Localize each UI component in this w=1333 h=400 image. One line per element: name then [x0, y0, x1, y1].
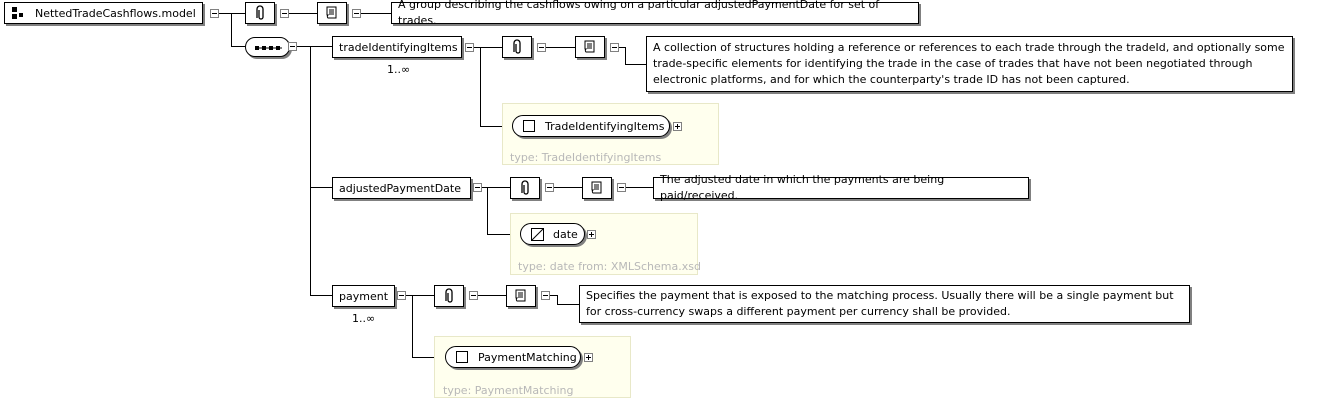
collapse-toggle[interactable]	[537, 43, 546, 52]
connector	[625, 64, 646, 65]
connector	[470, 47, 502, 48]
collapse-toggle[interactable]	[541, 291, 550, 300]
annotation-box[interactable]	[502, 36, 532, 58]
element-name: adjustedPaymentDate	[339, 181, 461, 195]
group-documentation: A group describing the cashflows owing o…	[391, 0, 919, 27]
collapse-toggle[interactable]	[469, 291, 478, 300]
collapse-toggle[interactable]	[610, 43, 619, 52]
connector	[476, 295, 506, 296]
root-label: NettedTradeCashflows.model	[35, 6, 196, 20]
connector	[480, 47, 481, 126]
connector	[543, 47, 575, 48]
connector	[625, 47, 626, 64]
connector	[412, 357, 445, 358]
expand-toggle[interactable]	[584, 353, 593, 362]
connector	[549, 295, 557, 296]
simple-type[interactable]: date	[520, 223, 585, 245]
element-adjustedPaymentDate[interactable]: adjustedPaymentDate	[332, 177, 471, 199]
element-documentation: Specifies the payment that is exposed to…	[579, 285, 1190, 323]
documentation-box[interactable]	[575, 36, 605, 58]
connector	[310, 46, 332, 47]
connector	[406, 295, 434, 296]
connector	[231, 46, 245, 47]
connector	[617, 47, 625, 48]
element-documentation: The adjusted date in which the payments …	[653, 173, 1029, 202]
collapse-toggle[interactable]	[545, 183, 554, 192]
annotation-box[interactable]	[510, 177, 540, 199]
paperclip-icon	[521, 180, 529, 195]
element-documentation: A collection of structures holding a ref…	[646, 36, 1293, 92]
doc-text: The adjusted date in which the payments …	[660, 173, 945, 202]
connector	[310, 187, 332, 188]
type-caption: type: date from: XMLSchema.xsd	[518, 260, 701, 273]
expand-toggle[interactable]	[587, 230, 596, 239]
expand-toggle[interactable]	[673, 122, 682, 131]
doc-text: Specifies the payment that is exposed to…	[586, 289, 1174, 318]
connector	[289, 13, 317, 14]
group-doc-text: A group describing the cashflows owing o…	[398, 0, 880, 27]
type-name: PaymentMatching	[478, 350, 577, 364]
type-name: TradeIdentifyingItems	[545, 119, 665, 133]
scroll-icon	[326, 6, 337, 19]
connector	[480, 126, 512, 127]
connector	[297, 46, 310, 47]
collapse-toggle[interactable]	[280, 9, 289, 18]
paperclip-icon	[513, 39, 521, 54]
element-tradeIdentifyingItems[interactable]: tradeIdentifyingItems	[332, 36, 462, 58]
connector	[552, 187, 582, 188]
doc-text: A collection of structures holding a ref…	[653, 41, 1285, 86]
simple-type-icon	[531, 227, 544, 241]
collapse-toggle[interactable]	[617, 183, 626, 192]
paperclip-icon	[445, 288, 453, 303]
connector	[557, 304, 579, 305]
element-payment[interactable]: payment	[332, 285, 395, 307]
connector	[482, 187, 510, 188]
connector	[310, 295, 332, 296]
element-name: tradeIdentifyingItems	[339, 40, 458, 54]
scroll-icon	[591, 181, 602, 194]
collapse-toggle[interactable]	[473, 183, 482, 192]
annotation-box[interactable]	[245, 2, 275, 24]
connector	[557, 295, 558, 304]
complex-type[interactable]: TradeIdentifyingItems	[512, 115, 670, 137]
connector	[231, 13, 232, 46]
collapse-toggle[interactable]	[210, 9, 219, 18]
complex-type-icon	[523, 120, 535, 132]
scroll-icon	[584, 40, 595, 53]
connector	[361, 13, 391, 14]
annotation-box[interactable]	[434, 285, 464, 307]
connector	[219, 13, 245, 14]
root-model-group[interactable]: NettedTradeCashflows.model	[4, 2, 203, 24]
cardinality: 1..∞	[352, 312, 376, 325]
type-name: date	[553, 227, 578, 241]
collapse-toggle[interactable]	[397, 291, 406, 300]
scroll-icon	[515, 289, 526, 302]
collapse-toggle[interactable]	[465, 43, 474, 52]
type-caption: type: TradeIdentifyingItems	[510, 151, 662, 164]
complex-type-icon	[456, 351, 468, 363]
type-caption: type: PaymentMatching	[443, 384, 574, 397]
collapse-toggle[interactable]	[288, 42, 297, 51]
sequence-compositor-icon	[255, 46, 282, 50]
connector	[412, 295, 413, 357]
sequence-compositor[interactable]	[245, 37, 290, 57]
cardinality: 1..∞	[387, 63, 411, 76]
paperclip-icon	[256, 5, 264, 20]
documentation-box[interactable]	[506, 285, 536, 307]
connector	[487, 187, 488, 234]
connector	[624, 187, 653, 188]
collapse-toggle[interactable]	[352, 9, 361, 18]
complex-type[interactable]: PaymentMatching	[445, 346, 581, 368]
model-group-icon	[12, 7, 23, 19]
connector	[310, 46, 311, 295]
documentation-box[interactable]	[582, 177, 612, 199]
connector	[487, 234, 520, 235]
documentation-box[interactable]	[317, 2, 347, 24]
element-name: payment	[339, 289, 389, 303]
